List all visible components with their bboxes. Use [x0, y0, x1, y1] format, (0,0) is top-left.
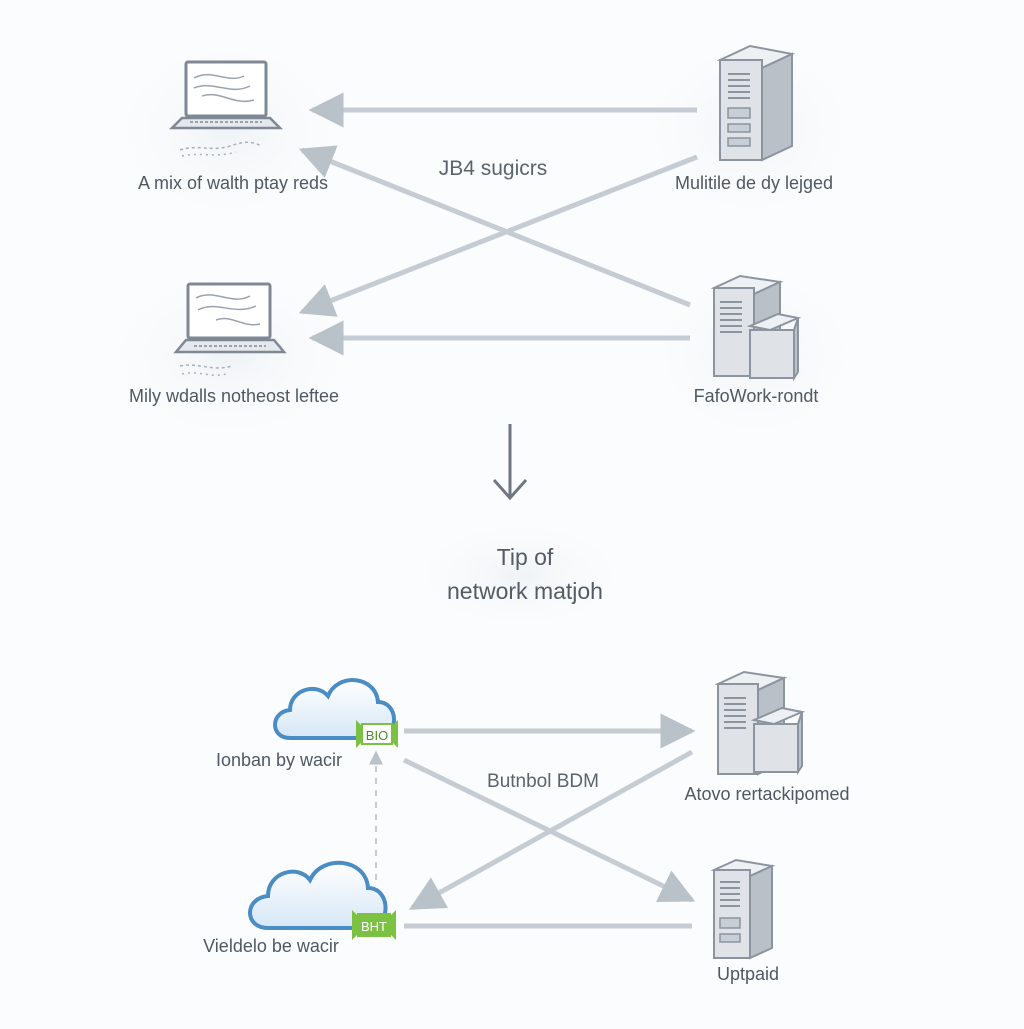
down-arrow-icon: [492, 424, 528, 501]
halo: [98, 30, 358, 230]
connector-arrow: [298, 154, 698, 317]
node-label: Mily wdalls notheost leftee: [128, 386, 340, 406]
halo: [400, 515, 640, 635]
tip-line: network matjoh: [447, 578, 603, 604]
node-label: Mulitile de dy lejged: [674, 173, 834, 193]
laptop-icon: [173, 282, 287, 376]
badge-label: BHT: [361, 919, 387, 934]
connector-arrow: [298, 145, 691, 308]
node-label: A mix of walth ptay reds: [137, 173, 329, 193]
tip-line: Tip of: [496, 544, 554, 570]
server-tower-icon: [710, 274, 802, 382]
node-label: Atovo rertackipomed: [684, 784, 850, 804]
server-tower-icon: [716, 44, 796, 162]
node-label: Uptpaid: [716, 964, 780, 984]
node-label: Vieldelo be wacir: [203, 936, 339, 956]
tip-heading: Tip of network matjoh: [447, 540, 603, 608]
badge-label: BIO: [366, 728, 388, 743]
server-tower-icon: [714, 670, 806, 776]
cloud-icon: [248, 860, 388, 930]
laptop-icon: [168, 60, 284, 157]
connector-arrow: [408, 749, 694, 911]
badge: [356, 720, 398, 748]
center-label: JB4 sugicrs: [438, 157, 548, 180]
server-tower-icon: [710, 858, 776, 960]
center-label: Butnbol BDM: [487, 771, 599, 792]
node-label: Ionban by wacir: [215, 750, 343, 770]
badge: [352, 910, 396, 940]
node-label: FafoWork-rondt: [693, 386, 819, 406]
